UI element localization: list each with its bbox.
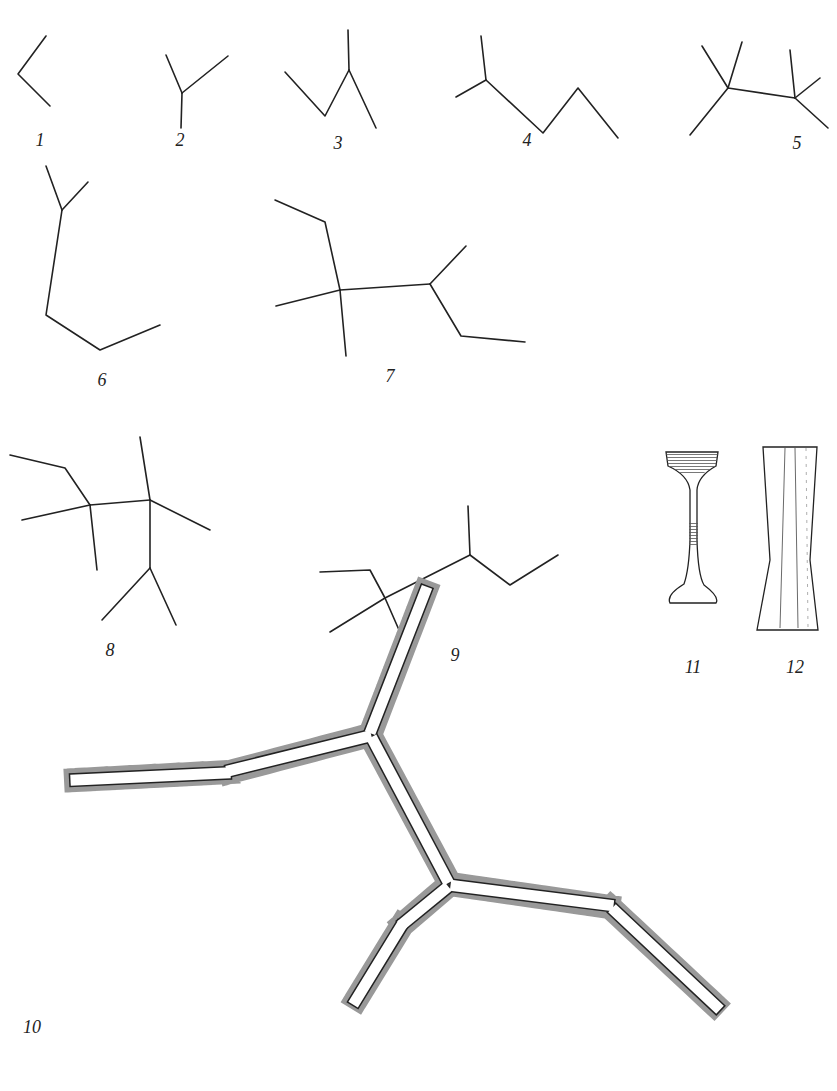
spicule-2	[166, 55, 228, 128]
figure-number: 6	[98, 371, 107, 389]
spicule-8	[10, 437, 210, 625]
spicule-9	[320, 506, 558, 655]
spicule-6	[46, 166, 160, 350]
figure-number: 3	[334, 134, 343, 152]
spicule-3	[285, 30, 376, 128]
spicule-12	[757, 447, 818, 630]
figure-number: 9	[451, 646, 460, 664]
spicule-1	[18, 36, 50, 106]
figure-number: 7	[386, 367, 395, 385]
spicule-10	[76, 592, 716, 1006]
spicule-5	[690, 42, 828, 135]
figure-number: 5	[793, 134, 802, 152]
figure-number: 11	[685, 658, 702, 676]
figure-number: 12	[786, 658, 804, 676]
figure-number: 10	[23, 1018, 41, 1036]
figure-number: 1	[36, 131, 45, 149]
figure-number: 4	[523, 131, 532, 149]
figure-number: 2	[176, 131, 185, 149]
spicule-7	[275, 200, 525, 356]
figure-number: 8	[106, 641, 115, 659]
spicule-11	[666, 452, 718, 603]
spicule-4	[456, 36, 618, 138]
